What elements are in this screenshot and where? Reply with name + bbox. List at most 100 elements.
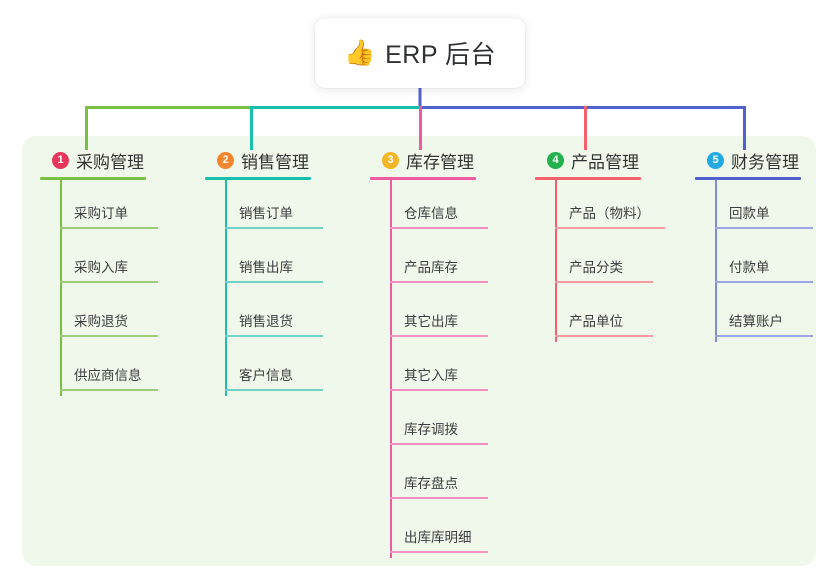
list-item[interactable]: 采购订单 xyxy=(40,180,188,234)
branch-3-title: 库存管理 xyxy=(406,152,474,172)
list-item[interactable]: 产品单位 xyxy=(535,288,695,342)
branch-2-child-3-label: 销售退货 xyxy=(239,314,293,329)
branch-2-header[interactable]: 2 销售管理 xyxy=(205,148,353,172)
branch-1-child-2-label: 采购入库 xyxy=(74,260,128,275)
branch-1-child-2-rule xyxy=(60,281,158,283)
branch-1-child-4-rule xyxy=(60,389,158,391)
branch-4-child-2-label: 产品分类 xyxy=(569,260,623,275)
list-item[interactable]: 客户信息 xyxy=(205,342,353,396)
branch-3-child-6-rule xyxy=(390,497,488,499)
branch-3-child-6-label: 库存盘点 xyxy=(404,476,458,491)
branch-3-spine xyxy=(390,180,392,558)
branch-5-title: 财务管理 xyxy=(731,152,799,172)
branch-1-child-3-label: 采购退货 xyxy=(74,314,128,329)
branch-2-child-2-rule xyxy=(225,281,323,283)
branch-5-header[interactable]: 5 财务管理 xyxy=(695,148,839,172)
branch-4: 4 产品管理 产品（物料） 产品分类 产品单位 xyxy=(535,148,695,342)
branch-3-badge: 3 xyxy=(382,151,399,169)
branch-5-child-3-rule xyxy=(715,335,813,337)
branch-1-header[interactable]: 1 采购管理 xyxy=(40,148,188,172)
list-item[interactable]: 采购退货 xyxy=(40,288,188,342)
list-item[interactable]: 产品（物料） xyxy=(535,180,695,234)
branch-1-child-1-label: 采购订单 xyxy=(74,206,128,221)
list-item[interactable]: 回款单 xyxy=(695,180,839,234)
branch-3-child-3-label: 其它出库 xyxy=(404,314,458,329)
list-item[interactable]: 其它出库 xyxy=(370,288,518,342)
branch-3-header[interactable]: 3 库存管理 xyxy=(370,148,518,172)
branch-1-child-3-rule xyxy=(60,335,158,337)
branch-3-child-2-label: 产品库存 xyxy=(404,260,458,275)
branch-5-badge: 5 xyxy=(707,151,724,169)
branch-3: 3 库存管理 仓库信息 产品库存 其它出库 其它入库 库存调拨 xyxy=(370,148,518,558)
list-item[interactable]: 供应商信息 xyxy=(40,342,188,396)
branch-3-rule xyxy=(370,177,476,180)
branch-4-children: 产品（物料） 产品分类 产品单位 xyxy=(535,180,695,342)
list-item[interactable]: 产品库存 xyxy=(370,234,518,288)
branch-3-child-5-rule xyxy=(390,443,488,445)
branch-4-child-1-label: 产品（物料） xyxy=(569,206,650,221)
list-item[interactable]: 出库库明细 xyxy=(370,504,518,558)
branch-3-child-3-rule xyxy=(390,335,488,337)
branch-1-child-4-label: 供应商信息 xyxy=(74,368,142,383)
list-item[interactable]: 采购入库 xyxy=(40,234,188,288)
branch-3-child-1-label: 仓库信息 xyxy=(404,206,458,221)
branch-2-child-3-rule xyxy=(225,335,323,337)
branch-4-child-1-rule xyxy=(555,227,665,229)
branch-5-child-2-rule xyxy=(715,281,813,283)
branch-4-header[interactable]: 4 产品管理 xyxy=(535,148,695,172)
branch-4-spine xyxy=(555,180,557,342)
branch-4-badge: 4 xyxy=(547,151,564,169)
branch-4-child-3-label: 产品单位 xyxy=(569,314,623,329)
branch-2: 2 销售管理 销售订单 销售出库 销售退货 客户信息 xyxy=(205,148,353,396)
branch-1-children: 采购订单 采购入库 采购退货 供应商信息 xyxy=(40,180,188,396)
branch-4-rule xyxy=(535,177,641,180)
branch-5-child-1-label: 回款单 xyxy=(729,206,770,221)
root-title: ERP 后台 xyxy=(385,41,497,69)
list-item[interactable]: 结算账户 xyxy=(695,288,839,342)
branch-3-child-5-label: 库存调拨 xyxy=(404,422,458,437)
branch-3-child-7-rule xyxy=(390,551,488,553)
list-item[interactable]: 产品分类 xyxy=(535,234,695,288)
list-item[interactable]: 库存调拨 xyxy=(370,396,518,450)
list-item[interactable]: 其它入库 xyxy=(370,342,518,396)
branch-2-child-1-rule xyxy=(225,227,323,229)
root-node[interactable]: 👍 ERP 后台 xyxy=(315,18,525,88)
branch-5-child-1-rule xyxy=(715,227,813,229)
branch-5-children: 回款单 付款单 结算账户 xyxy=(695,180,839,342)
branch-1-spine xyxy=(60,180,62,396)
list-item[interactable]: 库存盘点 xyxy=(370,450,518,504)
list-item[interactable]: 销售退货 xyxy=(205,288,353,342)
branch-2-title: 销售管理 xyxy=(241,152,309,172)
branch-3-child-1-rule xyxy=(390,227,488,229)
branch-2-spine xyxy=(225,180,227,396)
branch-3-child-2-rule xyxy=(390,281,488,283)
list-item[interactable]: 销售订单 xyxy=(205,180,353,234)
branch-1-title: 采购管理 xyxy=(76,152,144,172)
branch-1-rule xyxy=(40,177,146,180)
branch-4-child-3-rule xyxy=(555,335,653,337)
branch-2-children: 销售订单 销售出库 销售退货 客户信息 xyxy=(205,180,353,396)
branch-5: 5 财务管理 回款单 付款单 结算账户 xyxy=(695,148,839,342)
diagram-panel xyxy=(22,136,816,566)
branch-2-rule xyxy=(205,177,311,180)
branch-2-child-1-label: 销售订单 xyxy=(239,206,293,221)
branch-3-children: 仓库信息 产品库存 其它出库 其它入库 库存调拨 库存盘点 xyxy=(370,180,518,558)
branch-1: 1 采购管理 采购订单 采购入库 采购退货 供应商信息 xyxy=(40,148,188,396)
branch-4-child-2-rule xyxy=(555,281,653,283)
list-item[interactable]: 销售出库 xyxy=(205,234,353,288)
branch-5-child-2-label: 付款单 xyxy=(729,260,770,275)
branch-1-child-1-rule xyxy=(60,227,158,229)
branch-2-child-4-rule xyxy=(225,389,323,391)
branch-5-child-3-label: 结算账户 xyxy=(729,314,783,329)
list-item[interactable]: 仓库信息 xyxy=(370,180,518,234)
branch-5-spine xyxy=(715,180,717,342)
list-item[interactable]: 付款单 xyxy=(695,234,839,288)
branch-3-child-4-rule xyxy=(390,389,488,391)
branch-1-badge: 1 xyxy=(52,151,69,169)
branch-2-badge: 2 xyxy=(217,151,234,169)
branch-5-rule xyxy=(695,177,801,180)
branch-2-child-2-label: 销售出库 xyxy=(239,260,293,275)
branch-2-child-4-label: 客户信息 xyxy=(239,368,293,383)
thumbs-up-icon: 👍 xyxy=(343,38,376,67)
